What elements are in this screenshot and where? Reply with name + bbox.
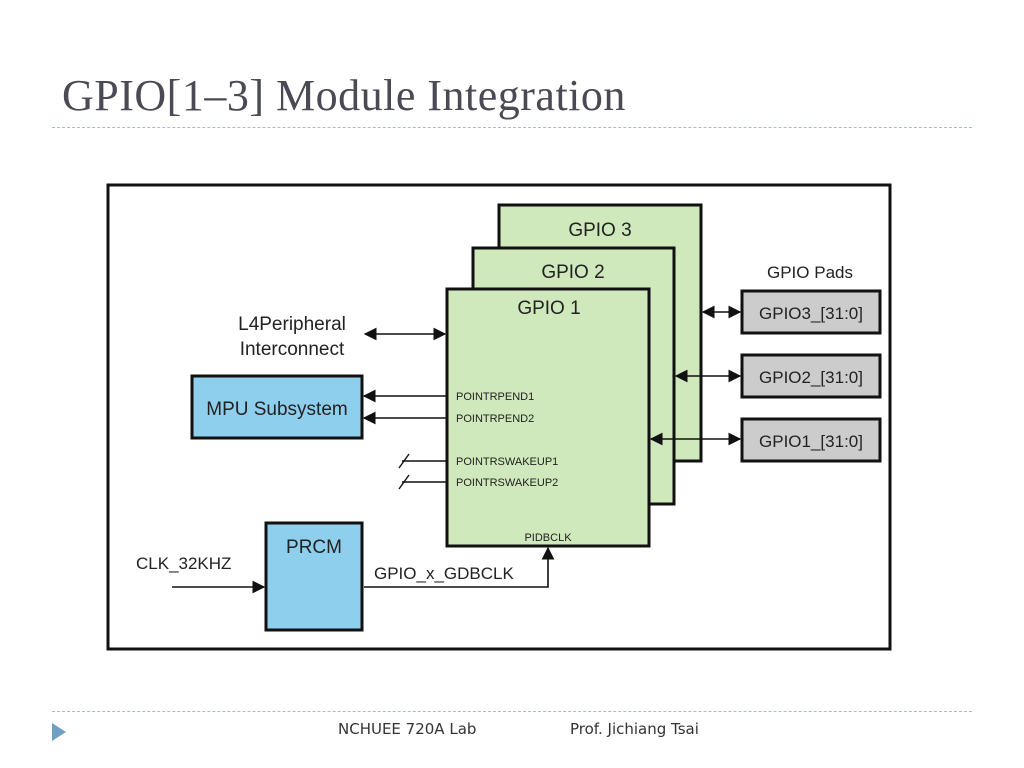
gpio-pads-heading: GPIO Pads: [767, 263, 853, 282]
prcm-block: PRCM: [264, 521, 364, 632]
signal-pointrswakeup1: POINTRSWAKEUP1: [456, 456, 558, 468]
pad-gpio3: GPIO3_[31:0]: [740, 289, 882, 335]
pad-gpio3-label: GPIO3_[31:0]: [759, 304, 863, 323]
slide-nav-arrow-icon[interactable]: [52, 723, 66, 741]
gdbclk-label: GPIO_x_GDBCLK: [374, 564, 514, 583]
signal-pointrswakeup2: POINTRSWAKEUP2: [456, 477, 558, 489]
pad-gpio1-label: GPIO1_[31:0]: [759, 432, 863, 451]
footer-professor: Prof. Jichiang Tsai: [570, 720, 699, 738]
signal-pointrpend1: POINTRPEND1: [456, 391, 534, 403]
signal-pointrpend2: POINTRPEND2: [456, 413, 534, 425]
gpio-3-label: GPIO 3: [568, 220, 631, 241]
mpu-subsystem-block: MPU Subsystem: [190, 374, 364, 440]
footer-lab: NCHUEE 720A Lab: [338, 720, 477, 738]
clk-32khz-label: CLK_32KHZ: [136, 554, 231, 573]
signal-pidbclk: PIDBCLK: [524, 532, 572, 544]
pad-gpio1: GPIO1_[31:0]: [740, 417, 882, 463]
wakeup-slash-1: [398, 453, 410, 469]
slide-title: GPIO[1–3] Module Integration: [62, 71, 626, 120]
prcm-label: PRCM: [286, 537, 342, 558]
gpio-2-label: GPIO 2: [541, 262, 604, 283]
title-divider: [52, 127, 972, 128]
gdbclk-arrow: [364, 546, 555, 588]
gpio-1-block: GPIO 1: [445, 287, 651, 548]
interconnect-label-line2: Interconnect: [240, 339, 345, 360]
interconnect-label-line1: L4Peripheral: [238, 314, 346, 335]
wakeup-slash-2: [398, 474, 410, 490]
gpio-1-label: GPIO 1: [517, 298, 580, 319]
pad-gpio2-label: GPIO2_[31:0]: [759, 368, 863, 387]
mpu-label: MPU Subsystem: [206, 399, 347, 420]
gpio-integration-diagram: GPIO 3 GPIO 2 GPIO 1 POINTRPEND1 POINTRP…: [106, 183, 892, 651]
footer-divider: [52, 711, 972, 712]
pad-gpio2: GPIO2_[31:0]: [740, 353, 882, 399]
